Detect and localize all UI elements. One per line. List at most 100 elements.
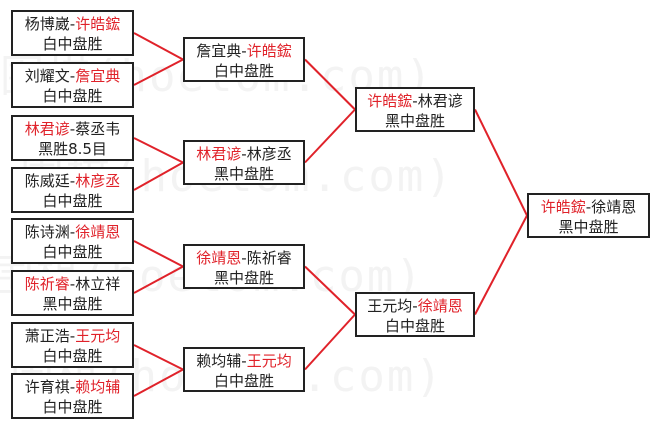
- winner-name: 许皓鋐: [75, 15, 121, 33]
- player-name: 陈威廷: [24, 172, 70, 190]
- match-result: 白中盘胜: [42, 347, 103, 365]
- separator: -: [69, 378, 76, 396]
- match-players: 陈祈睿-林立祥: [13, 274, 132, 294]
- match-box-round2: 詹宜典-许皓鋐白中盘胜: [183, 37, 305, 82]
- match-box-round4: 许皓鋐-徐靖恩黑中盘胜: [527, 193, 650, 238]
- separator: -: [241, 249, 247, 267]
- bracket-connector: [133, 344, 184, 371]
- winner-name: 许皓鋐: [246, 42, 292, 60]
- winner-name: 林君谚: [24, 120, 70, 138]
- player-name: 杨博崴: [24, 15, 70, 33]
- match-box-round1: 许育祺-赖均辅白中盘胜: [11, 373, 134, 419]
- separator: -: [241, 145, 247, 163]
- player-name: 萧正浩: [24, 327, 70, 345]
- match-box-round3: 许皓鋐-林君谚黑中盘胜: [355, 87, 475, 132]
- winner-name: 王元均: [246, 352, 292, 370]
- separator: -: [412, 297, 418, 315]
- bracket-connector: [133, 265, 184, 294]
- match-box-round1: 林君谚-蔡丞韦黑胜8.5目: [11, 115, 134, 161]
- match-result: 黑中盘胜: [213, 269, 274, 287]
- bracket-connector: [304, 58, 356, 111]
- bracket-connector: [304, 265, 356, 316]
- player-name: 赖均辅: [196, 352, 242, 370]
- bracket-connector: [474, 215, 528, 315]
- winner-name: 徐靖恩: [417, 297, 463, 315]
- bracket-connector: [304, 108, 356, 164]
- player-name: 詹宜典: [196, 42, 242, 60]
- match-players: 徐靖恩-陈祈睿: [185, 248, 303, 268]
- match-box-round1: 陈祈睿-林立祥黑中盘胜: [11, 270, 134, 316]
- bracket-connector: [304, 313, 356, 371]
- separator: -: [69, 67, 76, 85]
- separator: -: [69, 327, 76, 345]
- winner-name: 徐靖恩: [196, 249, 242, 267]
- match-box-round1: 刘耀文-詹宜典白中盘胜: [11, 62, 134, 108]
- player-name: 蔡丞韦: [75, 120, 121, 138]
- match-result: 白中盘胜: [42, 87, 103, 105]
- bracket-connector: [133, 368, 184, 397]
- match-result: 白中盘胜: [42, 398, 103, 416]
- bracket-connector: [474, 109, 528, 216]
- winner-name: 徐靖恩: [75, 223, 121, 241]
- bracket-connector: [133, 32, 184, 61]
- match-players: 刘耀文-詹宜典: [13, 66, 132, 86]
- match-result: 白中盘胜: [42, 243, 103, 261]
- player-name: 王元均: [367, 297, 413, 315]
- bracket-connector: [133, 137, 184, 164]
- bracket-connector: [133, 161, 184, 191]
- match-result: 黑中盘胜: [558, 218, 619, 236]
- match-result: 白中盘胜: [384, 317, 445, 335]
- match-players: 陈诗渊-徐靖恩: [13, 222, 132, 242]
- player-name: 徐靖恩: [591, 198, 637, 216]
- match-box-round1: 陈诗渊-徐靖恩白中盘胜: [11, 218, 134, 264]
- match-result: 黑中盘胜: [384, 112, 445, 130]
- separator: -: [585, 198, 592, 216]
- match-players: 林君谚-林彦丞: [185, 144, 303, 164]
- player-name: 林君谚: [417, 92, 463, 110]
- separator: -: [412, 92, 418, 110]
- winner-name: 詹宜典: [75, 67, 121, 85]
- match-box-round1: 陈威廷-林彦丞白中盘胜: [11, 167, 134, 213]
- match-players: 林君谚-蔡丞韦: [13, 119, 132, 139]
- player-name: 许育祺: [24, 378, 70, 396]
- separator: -: [69, 275, 76, 293]
- match-players: 杨博崴-许皓鋐: [13, 14, 132, 34]
- match-players: 赖均辅-王元均: [185, 351, 303, 371]
- match-players: 许育祺-赖均辅: [13, 377, 132, 397]
- match-result: 白中盘胜: [213, 62, 274, 80]
- match-result: 白中盘胜: [42, 35, 103, 53]
- match-box-round1: 杨博崴-许皓鋐白中盘胜: [11, 10, 134, 56]
- winner-name: 许皓鋐: [540, 198, 586, 216]
- bracket-connector: [133, 58, 184, 86]
- match-result: 黑中盘胜: [213, 165, 274, 183]
- match-box-round2: 林君谚-林彦丞黑中盘胜: [183, 140, 305, 185]
- separator: -: [241, 42, 247, 60]
- match-box-round3: 王元均-徐靖恩白中盘胜: [355, 292, 475, 337]
- separator: -: [69, 120, 76, 138]
- match-result: 白中盘胜: [42, 192, 103, 210]
- player-name: 陈诗渊: [24, 223, 70, 241]
- separator: -: [69, 15, 76, 33]
- match-result: 白中盘胜: [213, 372, 274, 390]
- winner-name: 陈祈睿: [24, 275, 70, 293]
- separator: -: [69, 223, 76, 241]
- winner-name: 王元均: [75, 327, 121, 345]
- match-players: 许皓鋐-林君谚: [357, 91, 473, 111]
- separator: -: [241, 352, 247, 370]
- player-name: 林立祥: [75, 275, 121, 293]
- winner-name: 赖均辅: [75, 378, 121, 396]
- match-box-round2: 赖均辅-王元均白中盘胜: [183, 347, 305, 392]
- separator: -: [69, 172, 76, 190]
- match-players: 萧正浩-王元均: [13, 326, 132, 346]
- match-players: 王元均-徐靖恩: [357, 296, 473, 316]
- player-name: 林彦丞: [246, 145, 292, 163]
- bracket-connector: [133, 240, 184, 268]
- match-box-round1: 萧正浩-王元均白中盘胜: [11, 322, 134, 368]
- winner-name: 林君谚: [196, 145, 242, 163]
- match-players: 陈威廷-林彦丞: [13, 171, 132, 191]
- match-result: 黑中盘胜: [42, 295, 103, 313]
- match-result: 黑胜8.5目: [38, 140, 107, 158]
- match-box-round2: 徐靖恩-陈祈睿黑中盘胜: [183, 244, 305, 289]
- match-players: 詹宜典-许皓鋐: [185, 41, 303, 61]
